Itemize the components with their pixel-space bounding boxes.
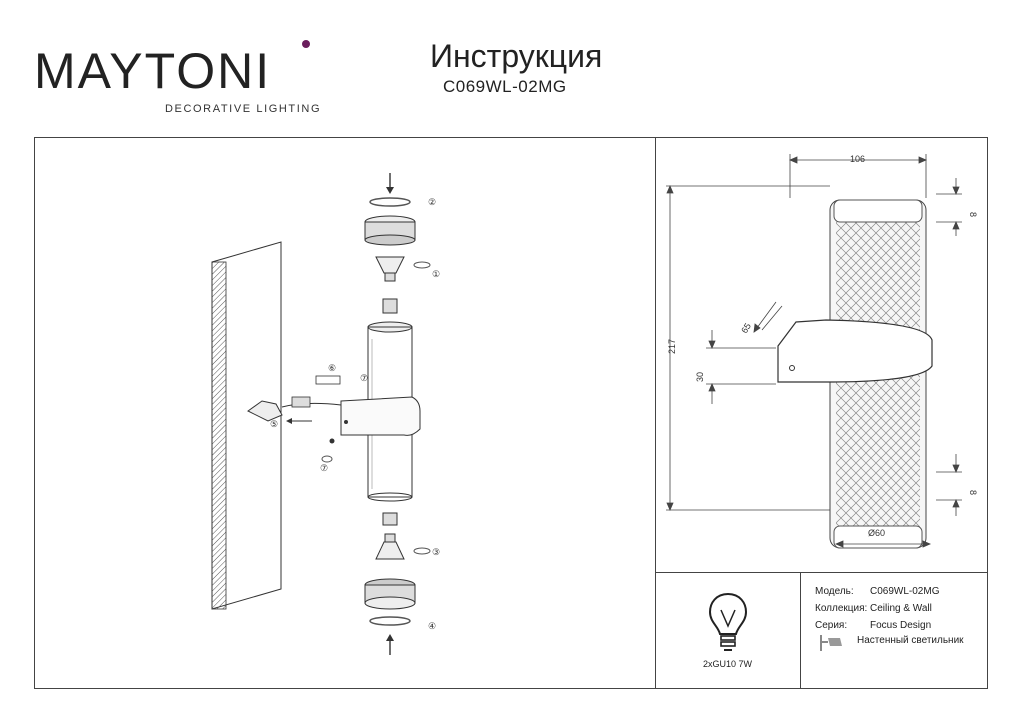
insert-arrow-top	[386, 173, 394, 194]
spec-collection-value: Ceiling & Wall	[870, 603, 932, 614]
spec-type-value: Настенный светильник	[857, 635, 964, 646]
step-label-4: ④	[428, 621, 436, 631]
lamp-spec: 2xGU10 7W	[703, 659, 753, 669]
spec-divider	[800, 572, 801, 689]
bulb-icon	[708, 592, 748, 651]
mounting-bracket	[329, 396, 421, 444]
bulb-top	[375, 256, 431, 282]
spec-model-label: Модель:	[815, 586, 854, 597]
panel-divider-vertical	[655, 137, 656, 689]
socket-bottom	[382, 512, 398, 526]
step-label-2: ②	[428, 197, 436, 207]
top-ring	[364, 197, 416, 246]
document-model-code: C069WL-02MG	[443, 77, 567, 96]
dim-mount-offset: 65	[739, 321, 753, 335]
spec-series-value: Focus Design	[870, 620, 932, 631]
fixture-side-view	[777, 199, 933, 549]
brand-logo: MAYTONI	[34, 43, 272, 99]
spec-series-label: Серия:	[815, 620, 848, 631]
dimension-drawing: 106 217 8 8 65 30 Ø60	[666, 154, 978, 549]
spec-collection-label: Коллекция:	[815, 603, 868, 614]
step-label-7b: ⑦	[320, 463, 328, 473]
insert-arrow-bottom	[386, 634, 394, 655]
instruction-frame	[34, 137, 988, 689]
dim-width: 106	[850, 154, 865, 164]
dim-ring-bottom: 8	[968, 490, 978, 495]
step-label-6: ⑥	[328, 363, 336, 373]
socket-top	[382, 298, 398, 314]
dim-diameter: Ø60	[868, 528, 885, 538]
bottom-ring	[364, 578, 416, 626]
brand-logo-dot	[302, 40, 310, 48]
wall-lamp-icon	[820, 635, 842, 651]
wall-section	[211, 241, 282, 610]
bulb-bottom	[375, 533, 431, 560]
spec-model-value: C069WL-02MG	[870, 586, 940, 597]
dim-height: 217	[667, 339, 677, 354]
step-label-1: ①	[432, 269, 440, 279]
panel-divider-horizontal	[655, 572, 988, 573]
brand-tagline: DECORATIVE LIGHTING	[165, 103, 322, 115]
dim-mount-height: 30	[695, 372, 705, 382]
dim-ring-top: 8	[968, 212, 978, 217]
step-label-5: ⑤	[270, 419, 278, 429]
step-label-3: ③	[432, 547, 440, 557]
assembly-diagram: ② ① ③ ④ ⑤ ⑥ ⑦ ⑦	[211, 173, 440, 655]
document-title: Инструкция	[430, 38, 603, 74]
step-label-7a: ⑦	[360, 373, 368, 383]
wiring-connector	[247, 375, 342, 463]
